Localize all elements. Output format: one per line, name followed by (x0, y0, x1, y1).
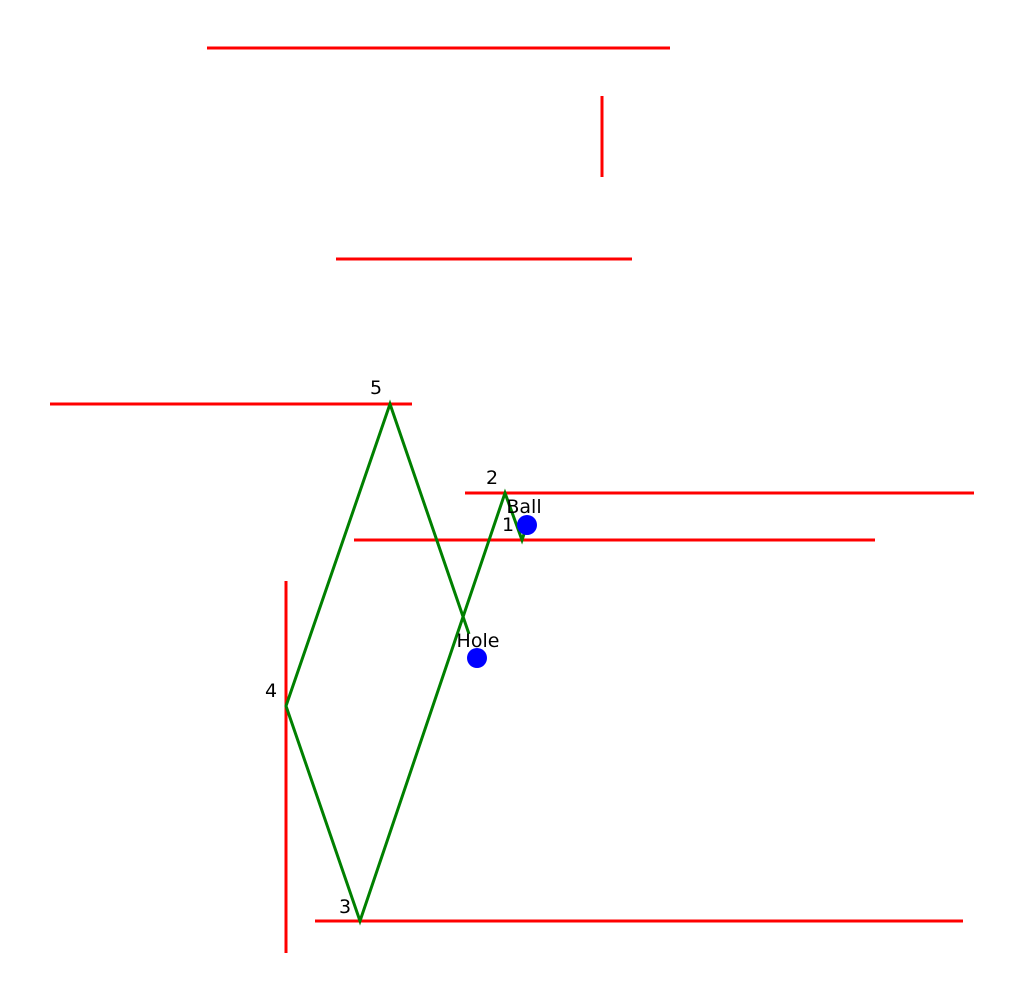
hole-label: Hole (457, 630, 500, 652)
bounce-label-4: 4 (265, 680, 277, 702)
hole-marker (467, 648, 487, 668)
bounce-label-3: 3 (339, 896, 351, 918)
bounce-label-1: 1 (502, 514, 514, 536)
ball-label: Ball (506, 496, 541, 518)
ball-trajectory (284, 399, 529, 926)
bounce-label-5: 5 (370, 377, 382, 399)
ball-marker (517, 515, 537, 535)
bounce-label-2: 2 (486, 467, 498, 489)
walls (50, 46, 974, 953)
